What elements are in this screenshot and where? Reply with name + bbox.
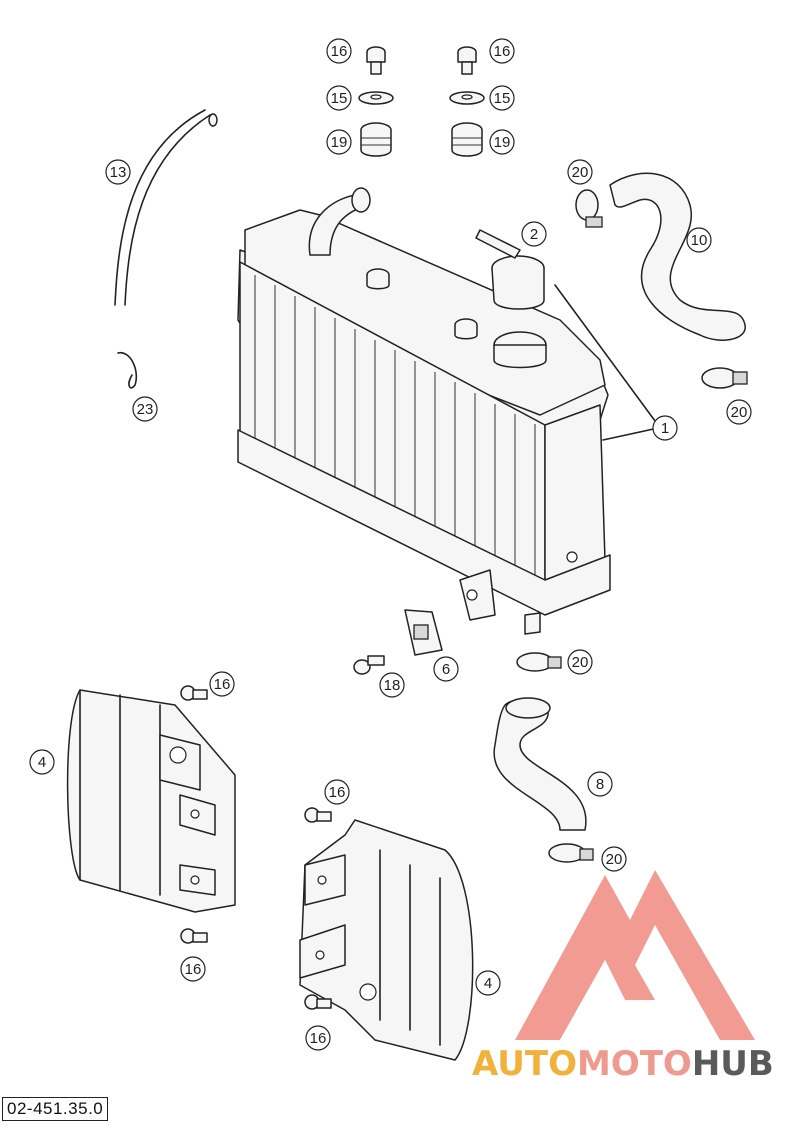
drawing-number: 02-451.35.0 (2, 1097, 109, 1121)
clip-23 (117, 352, 137, 389)
svg-text:15: 15 (331, 90, 348, 107)
callout-16-top-right: 16 (489, 38, 515, 64)
radiator-core-fins (254, 275, 536, 593)
callout-1: 1 (652, 415, 678, 441)
svg-text:10: 10 (691, 232, 708, 249)
callout-23: 23 (132, 396, 158, 422)
svg-text:20: 20 (572, 654, 589, 671)
callout-16-shroud-right-top: 16 (324, 779, 350, 805)
radiator-shroud-4-right (299, 819, 474, 1061)
svg-text:16: 16 (185, 961, 202, 978)
callout-19-right: 19 (489, 129, 515, 155)
callout-16-top-left: 16 (326, 38, 352, 64)
washer-15-top-right (449, 91, 485, 105)
automotohub-logo-mark (515, 870, 755, 1040)
leader-line-1 (554, 284, 659, 441)
watermark-hub: HUB (691, 1044, 774, 1084)
hose-13-edge (114, 109, 206, 306)
callout-20-d: 20 (601, 846, 627, 872)
automotohub-watermark: AUTOMOTOHUB (472, 1044, 792, 1084)
bolt-16-b (180, 928, 208, 944)
svg-text:15: 15 (494, 90, 511, 107)
callout-15-left: 15 (326, 85, 352, 111)
callout-16-shroud-left-bottom: 16 (180, 956, 206, 982)
svg-text:8: 8 (596, 776, 604, 793)
grommet-19-top-right (451, 122, 483, 157)
svg-text:18: 18 (384, 677, 401, 694)
watermark-auto: AUTO (472, 1044, 577, 1084)
hose-10 (609, 172, 746, 341)
svg-text:16: 16 (214, 676, 231, 693)
washer-15-top-left (358, 91, 394, 105)
hose-8 (493, 699, 587, 831)
callout-20-a: 20 (567, 159, 593, 185)
svg-text:6: 6 (442, 661, 450, 678)
svg-text:1: 1 (661, 420, 669, 437)
svg-text:16: 16 (331, 43, 348, 60)
bolt-16-top-left (366, 46, 386, 75)
callout-6: 6 (433, 656, 459, 682)
radiator-part (237, 187, 611, 635)
callout-19-left: 19 (326, 129, 352, 155)
svg-text:4: 4 (484, 975, 492, 992)
hose-clamp-20b (701, 367, 748, 389)
svg-text:20: 20 (606, 851, 623, 868)
hose-clamp-20c (516, 652, 562, 672)
bolt-16-c (304, 807, 332, 823)
svg-text:20: 20 (731, 404, 748, 421)
callout-16-shroud-left-top: 16 (209, 671, 235, 697)
callout-16-shroud-right-bottom: 16 (305, 1025, 331, 1051)
svg-text:19: 19 (331, 134, 348, 151)
bolt-16-top-right (457, 46, 477, 75)
svg-text:16: 16 (310, 1030, 327, 1047)
clip-nut-6 (404, 609, 443, 656)
callout-2: 2 (521, 221, 547, 247)
svg-text:4: 4 (38, 754, 46, 771)
hose-clamp-20a (575, 189, 603, 228)
svg-text:16: 16 (329, 784, 346, 801)
hose-clamp-20d (548, 843, 594, 863)
callout-13: 13 (105, 159, 131, 185)
callout-20-c: 20 (567, 649, 593, 675)
radiator-shroud-4-left (66, 689, 236, 913)
svg-text:23: 23 (137, 401, 154, 418)
callout-20-b: 20 (726, 399, 752, 425)
bolt-16-a (180, 685, 208, 701)
callout-15-right: 15 (489, 85, 515, 111)
grommet-19-top-left (360, 122, 392, 157)
hose-13 (124, 114, 211, 306)
svg-text:19: 19 (494, 134, 511, 151)
bolt-16-d (304, 994, 332, 1010)
svg-text:20: 20 (572, 164, 589, 181)
callout-8: 8 (587, 771, 613, 797)
callout-4-right: 4 (475, 970, 501, 996)
callout-10: 10 (686, 227, 712, 253)
callout-4-left: 4 (29, 749, 55, 775)
watermark-moto: MOTO (576, 1044, 692, 1084)
callout-18: 18 (379, 672, 405, 698)
svg-text:13: 13 (110, 164, 127, 181)
svg-text:16: 16 (494, 43, 511, 60)
bolt-18 (353, 655, 385, 675)
svg-text:2: 2 (530, 226, 538, 243)
